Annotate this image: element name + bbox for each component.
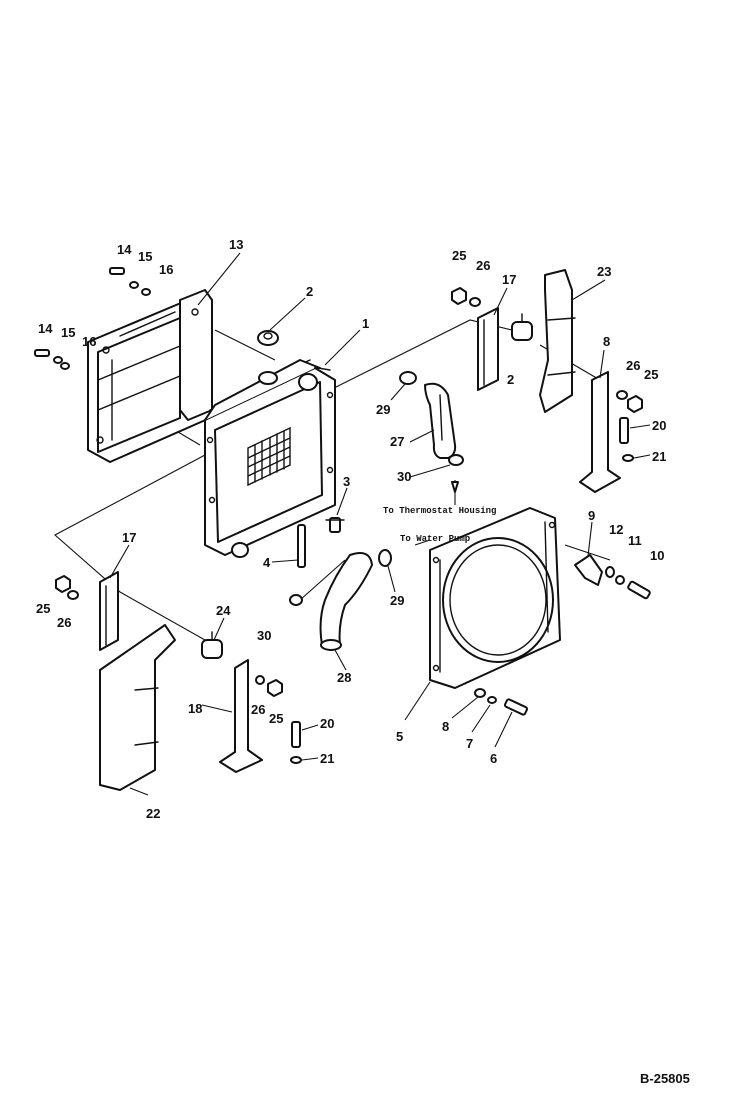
callout-leaders	[109, 252, 651, 796]
note-thermostat: To Thermostat Housing	[383, 506, 496, 516]
washer	[605, 566, 615, 578]
hose-clamp	[378, 549, 392, 567]
callout-16a: 16	[159, 262, 173, 277]
callout-13: 13	[229, 237, 243, 252]
callout-18: 18	[188, 701, 202, 716]
radiator	[204, 359, 336, 558]
hose-clamp	[448, 454, 464, 466]
bolt	[109, 267, 125, 275]
callout-3: 3	[343, 474, 350, 489]
callout-25d: 25	[269, 711, 283, 726]
callout-labels: 1 2 2 3 4 5 6 7 8 8 9 10 11 12 13 14 14 …	[36, 237, 666, 821]
callout-15a: 15	[138, 249, 152, 264]
note-water-pump: To Water Pump	[400, 534, 470, 544]
washer	[474, 688, 486, 698]
washer	[255, 675, 265, 685]
callout-11: 11	[628, 533, 642, 548]
callout-2b: 2	[507, 372, 514, 387]
lock-washer	[141, 288, 151, 296]
callout-14b: 14	[38, 321, 53, 336]
washer	[469, 297, 481, 307]
callout-12: 12	[609, 522, 623, 537]
fan-shroud	[429, 507, 561, 689]
flow-arrow	[451, 481, 459, 493]
shroud-bracket	[574, 554, 603, 586]
callout-17a: 17	[502, 272, 516, 287]
callout-27: 27	[390, 434, 404, 449]
callout-29a: 29	[376, 402, 390, 417]
washer	[53, 356, 63, 364]
bolt	[291, 721, 301, 748]
callout-14a: 14	[117, 242, 132, 257]
drain-plug	[325, 517, 345, 533]
washer	[129, 281, 139, 289]
callout-20b: 20	[320, 716, 334, 731]
callout-5: 5	[396, 729, 403, 744]
callout-7: 7	[466, 736, 473, 751]
callout-25c: 25	[36, 601, 50, 616]
bolt	[34, 349, 50, 357]
lower-hose	[319, 552, 373, 651]
lock-washer	[60, 362, 70, 370]
callout-8a: 8	[442, 719, 449, 734]
callout-9: 9	[588, 508, 595, 523]
washer	[290, 756, 302, 764]
radiator-guard-frame	[87, 289, 213, 463]
callout-21a: 21	[652, 449, 666, 464]
bolt	[627, 580, 651, 600]
callout-17b: 17	[122, 530, 136, 545]
washer	[622, 454, 634, 462]
nut	[627, 395, 643, 413]
callout-26a: 26	[476, 258, 490, 273]
callout-4: 4	[263, 555, 271, 570]
callout-25a: 25	[452, 248, 466, 263]
callout-26d: 26	[251, 702, 265, 717]
bolt	[619, 417, 629, 444]
callout-8b: 8	[603, 334, 610, 349]
callout-2: 2	[306, 284, 313, 299]
nut	[451, 287, 467, 305]
callout-29b: 29	[390, 593, 404, 608]
radiator-stays	[99, 269, 576, 791]
callout-6: 6	[490, 751, 497, 766]
hose-clamp	[399, 371, 417, 385]
upper-hose	[424, 382, 457, 459]
callout-16b: 16	[82, 334, 96, 349]
callout-28: 28	[337, 670, 351, 685]
washer	[67, 590, 79, 600]
callout-25b: 25	[644, 367, 658, 382]
nut	[55, 575, 71, 593]
callout-23: 23	[597, 264, 611, 279]
lock-washer	[487, 696, 497, 704]
callout-24: 24	[216, 603, 231, 618]
callout-1: 1	[362, 316, 369, 331]
radiator-cap	[257, 330, 279, 346]
hose-clamp	[289, 594, 303, 606]
rubber-mount	[201, 631, 223, 659]
callout-10: 10	[650, 548, 664, 563]
callout-22: 22	[146, 806, 160, 821]
mount-brackets	[99, 307, 621, 773]
rubber-mount	[511, 313, 533, 341]
lock-washer	[615, 575, 625, 585]
callout-26b: 26	[626, 358, 640, 373]
callout-30a: 30	[397, 469, 411, 484]
callout-15b: 15	[61, 325, 75, 340]
callout-21b: 21	[320, 751, 334, 766]
callout-20a: 20	[652, 418, 666, 433]
hardware	[34, 267, 651, 764]
bolt	[503, 698, 529, 716]
drain-tube	[297, 524, 306, 568]
callout-30b: 30	[257, 628, 271, 643]
figure-code: B-25805	[640, 1071, 690, 1086]
nut	[267, 679, 283, 697]
washer	[616, 390, 628, 400]
callout-26c: 26	[57, 615, 71, 630]
